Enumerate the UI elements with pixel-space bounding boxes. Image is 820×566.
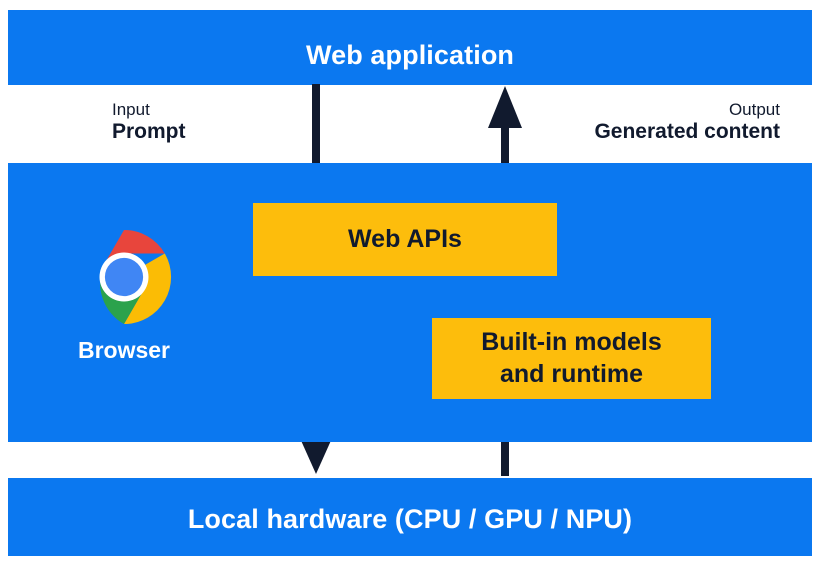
output-value-label: Generated content [594,120,780,144]
web-application-band: Web application [8,10,812,85]
output-label-group: Output Generated content [594,100,780,145]
local-hardware-title: Local hardware (CPU / GPU / NPU) [187,504,633,534]
built-in-models-box: Built-in models and runtime [432,318,711,399]
input-label-group: Input Prompt [112,100,186,145]
input-kind-label: Input [112,100,150,119]
browser-label: Browser [77,337,171,363]
built-in-models-line-1: Built-in models [481,328,662,356]
web-application-title: Web application [305,40,515,70]
input-value-label: Prompt [112,120,186,144]
chrome-logo-icon [99,229,172,325]
built-in-models-line-2: and runtime [499,359,644,388]
web-apis-box: Web APIs [253,203,557,276]
web-apis-box-label: Web APIs [348,224,462,253]
output-kind-label: Output [728,100,780,119]
local-hardware-band: Local hardware (CPU / GPU / NPU) [8,478,812,556]
built-in-models-box-label: Built-in models and runtime [481,327,662,390]
browser-group: Browser [58,228,190,362]
